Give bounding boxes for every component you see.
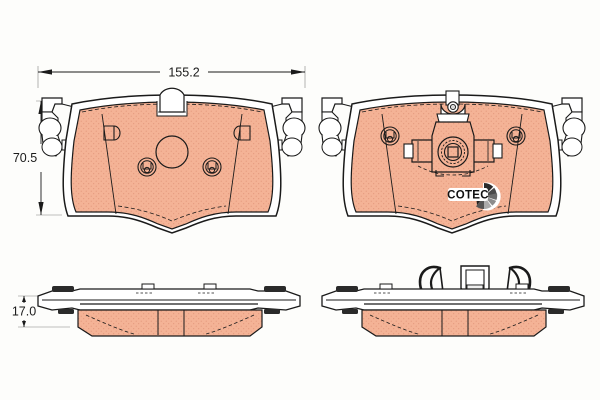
cotec-logo: COTEC [447,182,501,211]
score-line-left-2 [381,113,397,215]
top-nub-right-2 [515,283,529,290]
dimension-label-width: 155.2 [168,66,199,80]
dimension-label-height: 70.5 [13,151,37,165]
dashed-bottom-edge-left [117,205,227,222]
dimension-thickness: 17.0 [12,295,70,328]
top-notch-left [156,87,188,117]
view-pad-front-left [38,87,306,234]
backplate-side-left [37,288,301,311]
view-pad-side-right [321,265,585,337]
top-nub-left [141,283,155,290]
dashed-top-edge-left [81,103,263,113]
ear-tab-right [264,286,286,292]
left-ear-assembly [38,97,81,157]
center-boss-right [403,121,503,177]
ear-tab-left-2 [336,286,358,292]
friction-material-left [70,101,274,230]
right-view-left-ear [318,97,361,157]
backplate-side-right [321,288,585,311]
anchor-pocket-right [239,125,251,141]
dashed-top-edge-right [361,103,543,113]
center-hole-left [155,135,189,169]
retaining-pin-top [436,90,470,123]
rivet-hole-right-2 [506,126,526,146]
friction-block-side-right [361,309,547,337]
rivet-hole-left-2 [380,126,400,146]
top-nub-right [203,283,217,290]
ear-tab-right-2 [548,286,570,292]
ear-tab-left [52,286,74,292]
dimension-width: 155.2 [37,66,306,88]
view-pad-front-right: COTEC [318,90,586,234]
dimension-label-thickness: 17.0 [12,305,36,319]
top-nub-left-2 [379,283,393,290]
cotec-logo-text: COTEC [447,190,489,202]
rivet-hole-right [202,157,222,177]
view-pad-side-left [37,283,301,337]
friction-block-side-left [77,309,263,337]
rivet-hole-left [137,157,157,177]
